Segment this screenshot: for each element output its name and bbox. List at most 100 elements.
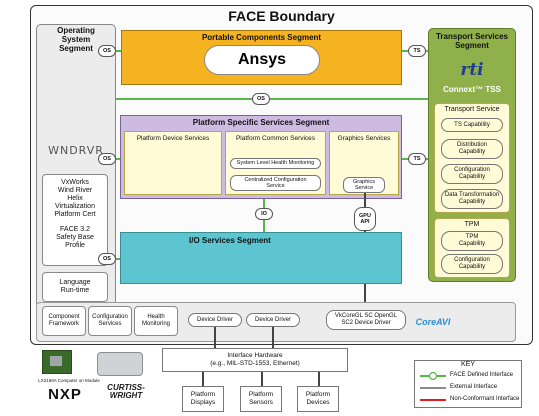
platform-text: Platform <box>190 391 216 399</box>
platform-device-services-title: Platform Device Services <box>136 135 210 142</box>
hardware-subtitle: (e.g., MIL-STD-1553, Ethernet) <box>210 360 300 367</box>
os-to-pss-line <box>116 158 120 160</box>
io-services-segment <box>120 232 402 284</box>
cap-text: Distribution <box>456 142 487 149</box>
ts-interface-badge: TS <box>408 45 426 57</box>
vx-line: Wind River <box>57 187 93 195</box>
boundary-title: FACE Boundary <box>228 8 335 24</box>
distribution-capability: Distribution Capability <box>441 139 503 159</box>
legend-title: KEY <box>460 361 475 368</box>
cap-text: Configuration <box>454 167 490 174</box>
cw-line: CURTISS- <box>107 383 145 392</box>
platform-text: Platform <box>248 391 274 399</box>
hardware-title: Interface Hardware <box>227 352 283 360</box>
tpm-capability: TPM Capability <box>441 231 503 251</box>
legend-nonconformant-label: Non-Conformant Interface <box>450 396 520 402</box>
os-horizontal-bus <box>116 98 428 100</box>
cap-text: Capability <box>458 149 486 155</box>
legend-face-label: FACE Defined Interface <box>450 372 514 378</box>
box-text: Component <box>48 314 80 321</box>
box-text: Health <box>147 314 165 321</box>
portable-components-title: Portable Components Segment <box>201 33 322 42</box>
platform-text: Displays <box>190 399 216 406</box>
curtiss-wright-device-image <box>97 352 143 376</box>
nxp-chip-image <box>50 356 62 366</box>
cap-text: TPM <box>465 234 479 241</box>
configuration-services-box: Configuration Services <box>88 306 132 336</box>
graphics-services-title: Graphics Services <box>337 135 391 142</box>
gpu-api-text: API <box>360 219 370 225</box>
lang-line: Run-time <box>60 287 90 294</box>
os-interface-badge: OS <box>252 93 270 105</box>
language-runtime-box: Language Run-time <box>42 272 108 302</box>
os-to-pcs-line <box>116 50 121 52</box>
cap-text: Capability <box>458 199 486 205</box>
pill-text: Centralized Configuration <box>244 176 307 183</box>
driver-to-hardware-line <box>214 327 216 348</box>
platform-text: Platform <box>305 391 331 399</box>
graphics-service-pill: Graphics Service <box>343 177 385 193</box>
hardware-to-displays-line <box>202 372 204 386</box>
vx-line: Safety Base <box>56 234 94 242</box>
rti-logo: rti <box>460 60 484 80</box>
ts-capability: TS Capability <box>441 118 503 132</box>
os-interface-badge: OS <box>98 45 116 57</box>
device-driver-pill: Device Driver <box>188 313 242 327</box>
platform-sensors-box: Platform Sensors <box>240 386 282 412</box>
connext-tss-label: Connext™ TSS <box>443 85 501 94</box>
pill-text: Graphics <box>352 178 375 185</box>
os-interface-badge: OS <box>98 253 116 265</box>
legend-symbols <box>420 371 446 401</box>
io-interface-badge: IO <box>255 208 273 220</box>
box-text: Monitoring <box>141 321 170 327</box>
os-to-io-line <box>116 258 120 260</box>
wind-river-logo: WNDRVR <box>48 144 104 157</box>
nxp-caption: LX2160A Computer on Module <box>38 378 100 383</box>
vx-line: Virtualization <box>55 203 95 211</box>
box-text: Framework <box>48 321 79 327</box>
health-monitoring-pill: System Level Health Monitoring <box>230 158 321 169</box>
cap-text: Capability <box>458 241 486 247</box>
vx-line: FACE 3.2 <box>60 226 90 234</box>
ansys-logo: Ansys <box>204 45 320 75</box>
vx-line: Helix <box>67 195 83 203</box>
platform-text: Sensors <box>249 399 273 406</box>
gpu-api-text: GPU <box>359 212 371 219</box>
device-driver-pill: Device Driver <box>246 313 300 327</box>
os-title-line: Segment <box>59 44 93 54</box>
hardware-to-devices-line <box>318 372 320 386</box>
ts-title-line: Segment <box>455 41 489 51</box>
centralized-configuration-pill: Centralized Configuration Service <box>230 175 321 191</box>
curtiss-wright-logo: CURTISS- WRIGHT <box>96 384 156 400</box>
io-services-title: I/O Services Segment <box>189 236 271 245</box>
health-monitoring-box: Health Monitoring <box>134 306 178 336</box>
os-segment-title: Operating System Segment <box>36 26 116 54</box>
ts-segment-title: Transport Services Segment <box>428 32 516 50</box>
vx-line: Profile <box>65 242 85 250</box>
platform-displays-box: Platform Displays <box>182 386 224 412</box>
pill-text: Service <box>266 183 285 189</box>
face-interface-marker <box>428 371 438 381</box>
cw-line: WRIGHT <box>109 391 143 400</box>
platform-device-services-box <box>124 131 222 195</box>
hardware-to-sensors-line <box>261 372 263 386</box>
os-title-line: Operating <box>57 26 95 35</box>
configuration-capability: Configuration Capability <box>441 164 503 184</box>
coreavi-logo: CoreAVI <box>415 317 451 327</box>
data-transformation-capability: Data Transformation Capability <box>441 189 503 209</box>
tpm-title: TPM <box>464 221 480 228</box>
box-text: Configuration <box>92 314 128 321</box>
pill-text: SC2 Device Driver <box>341 320 391 326</box>
box-text: Services <box>98 321 122 327</box>
vx-line: Platform Cert <box>54 211 96 219</box>
vx-line: VxWorks <box>61 179 89 186</box>
nxp-logo: NXP <box>48 386 82 403</box>
cap-text: TS Capability <box>454 121 490 128</box>
interface-hardware-box: Interface Hardware (e.g., MIL-STD-1553, … <box>162 348 348 372</box>
os-title-line: System <box>61 35 91 45</box>
ts-title-line: Transport Services <box>435 32 509 41</box>
cap-text: Configuration <box>454 257 490 264</box>
pill-text: VkCoreGL SC OpenGL <box>334 313 398 320</box>
tpm-configuration-capability: Configuration Capability <box>441 254 503 274</box>
vxworks-box: VxWorks Wind River Helix Virtualization … <box>42 174 108 266</box>
